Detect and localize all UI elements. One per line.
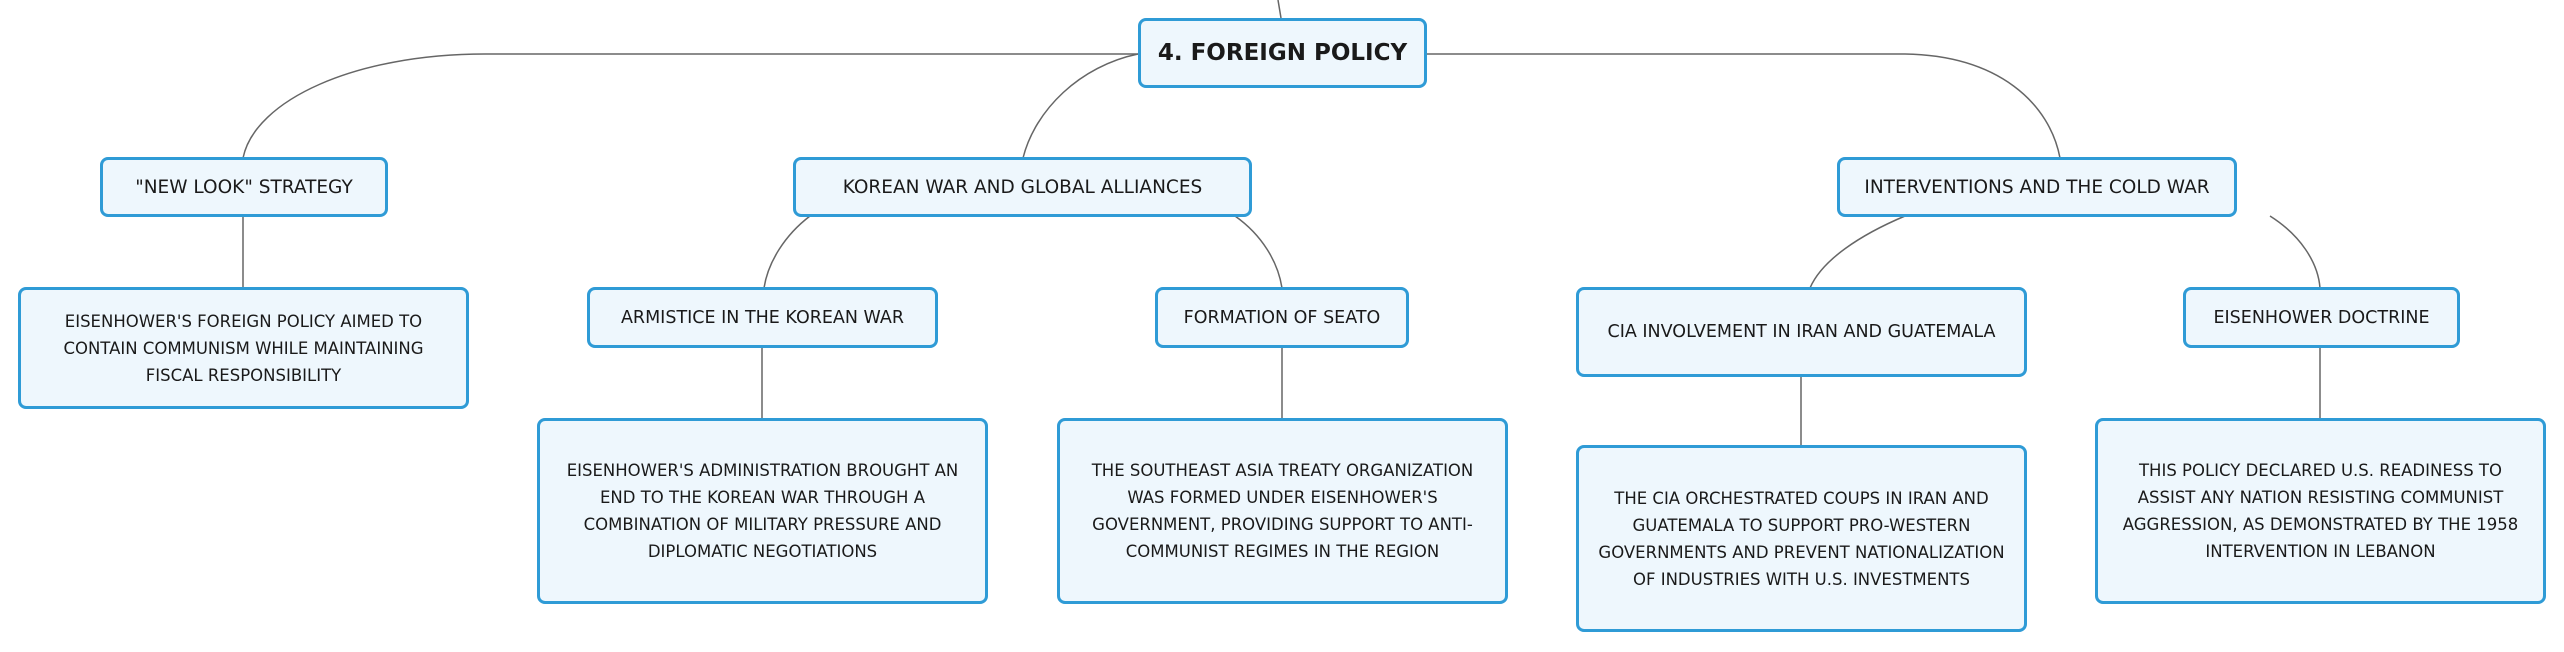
connector-interventions-cia [1809,215,1906,289]
topic-interventions-cold-war[interactable]: INTERVENTIONS AND THE COLD WAR [1837,157,2237,217]
subtopic-cia-iran-guatemala[interactable]: CIA INVOLVEMENT IN IRAN AND GUATEMALA [1576,287,2027,377]
subtopic-label: EISENHOWER DOCTRINE [2213,307,2430,328]
root-node[interactable]: 4. FOREIGN POLICY [1138,18,1427,88]
topic-label: KOREAN WAR AND GLOBAL ALLIANCES [842,176,1203,198]
subtopic-label: CIA INVOLVEMENT IN IRAN AND GUATEMALA [1607,322,1996,342]
subtopic-armistice-korean-war[interactable]: ARMISTICE IN THE KOREAN WAR [587,287,938,348]
detail-text: EISENHOWER'S ADMINISTRATION BROUGHT AN E… [566,461,959,561]
topic-korean-war-global-alliances[interactable]: KOREAN WAR AND GLOBAL ALLIANCES [793,157,1252,217]
topic-label: INTERVENTIONS AND THE COLD WAR [1864,176,2210,198]
connector-parent [1277,0,1282,19]
connector-root-korean [1022,53,1139,159]
topic-new-look-strategy[interactable]: "NEW LOOK" STRATEGY [100,157,388,217]
subtopic-label: FORMATION OF SEATO [1183,307,1381,328]
subtopic-label: ARMISTICE IN THE KOREAN WAR [620,307,905,328]
connector-root-interventions [1427,53,2061,159]
detail-armistice[interactable]: EISENHOWER'S ADMINISTRATION BROUGHT AN E… [537,418,988,604]
connector-interventions-doctrine [2269,215,2321,289]
detail-seato[interactable]: THE SOUTHEAST ASIA TREATY ORGANIZATION W… [1057,418,1508,604]
subtopic-eisenhower-doctrine[interactable]: EISENHOWER DOCTRINE [2183,287,2460,348]
connector-root-new-look [242,53,1138,159]
root-label: 4. FOREIGN POLICY [1157,40,1408,66]
topic-label: "NEW LOOK" STRATEGY [135,176,353,198]
detail-text: THE SOUTHEAST ASIA TREATY ORGANIZATION W… [1091,461,1474,561]
connector-korean-armistice [763,215,811,289]
detail-new-look[interactable]: EISENHOWER'S FOREIGN POLICY AIMED TO CON… [18,287,469,409]
connector-korean-seato [1234,215,1283,289]
detail-text: EISENHOWER'S FOREIGN POLICY AIMED TO CON… [63,311,424,385]
detail-cia[interactable]: THE CIA ORCHESTRATED COUPS IN IRAN AND G… [1576,445,2027,632]
detail-text: THIS POLICY DECLARED U.S. READINESS TO A… [2122,461,2519,561]
detail-doctrine[interactable]: THIS POLICY DECLARED U.S. READINESS TO A… [2095,418,2546,604]
detail-text: THE CIA ORCHESTRATED COUPS IN IRAN AND G… [1598,488,2005,589]
subtopic-formation-of-seato[interactable]: FORMATION OF SEATO [1155,287,1409,348]
